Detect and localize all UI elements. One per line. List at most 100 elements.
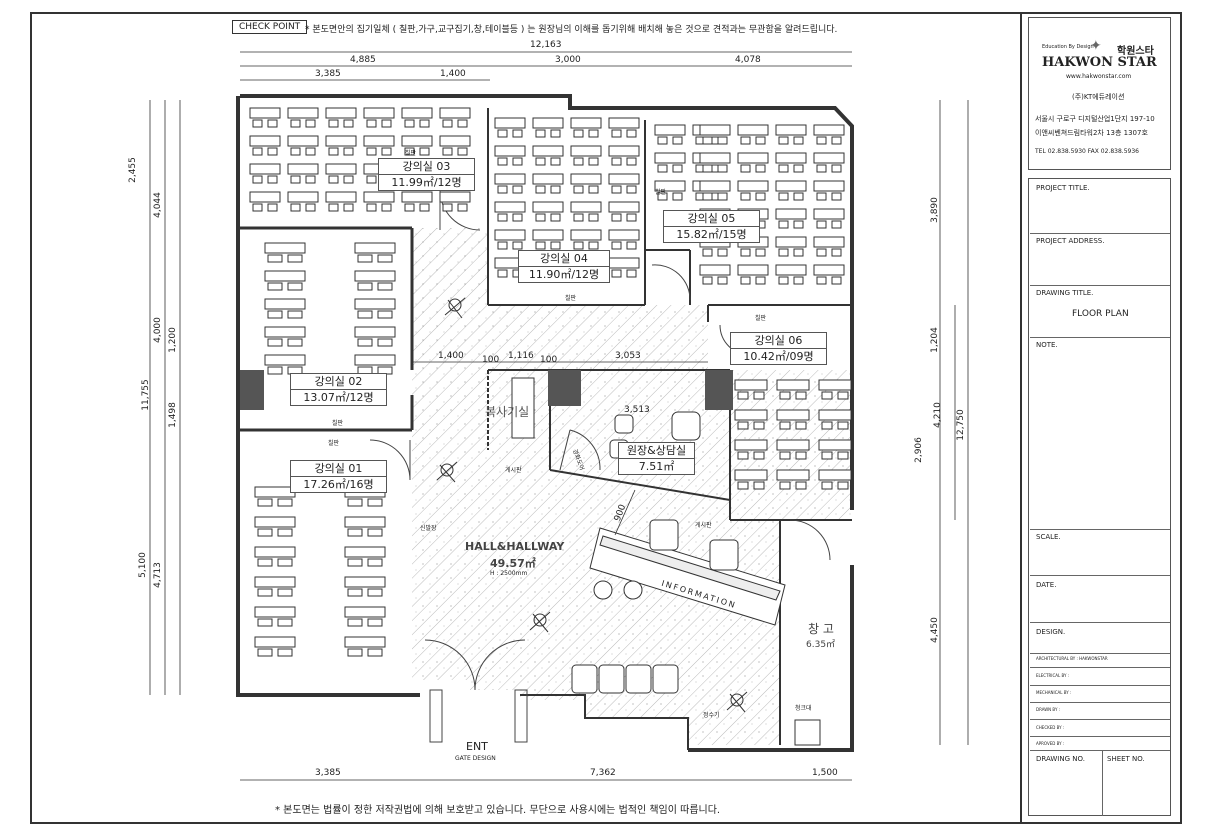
tb-project-title: PROJECT TITLE.	[1036, 184, 1090, 192]
chair	[277, 528, 293, 537]
room-info: 17.26㎡/16명	[303, 478, 374, 491]
desk	[608, 173, 640, 185]
chair	[831, 248, 842, 257]
desk	[570, 173, 602, 185]
chair	[550, 213, 561, 222]
dim-inner-4: 100	[540, 355, 558, 365]
chair	[377, 282, 393, 291]
desk	[699, 124, 731, 136]
dim-left-a-1: 4,044	[152, 192, 163, 218]
desk	[818, 469, 852, 481]
desk	[813, 264, 845, 276]
desk	[775, 264, 807, 276]
chair	[702, 192, 713, 201]
chair	[657, 136, 668, 145]
room-info: 11.90㎡/12명	[528, 268, 600, 281]
desk	[776, 469, 810, 481]
dim-top-1: 4,885	[350, 55, 376, 65]
chair	[831, 276, 842, 285]
chair	[778, 192, 789, 201]
chair	[793, 136, 804, 145]
desk	[439, 135, 471, 147]
divider	[1030, 653, 1170, 654]
dim-right-b-1: 4,210	[932, 402, 943, 428]
chair	[740, 276, 751, 285]
desk	[325, 163, 357, 175]
chair	[702, 248, 713, 257]
desk	[344, 546, 386, 558]
chair	[795, 421, 807, 430]
divider	[1030, 736, 1170, 737]
room-label-05: 강의실 05 15.82㎡/15명	[663, 210, 760, 243]
chair	[257, 558, 273, 567]
note-board-hall-1: 게시판	[505, 467, 522, 474]
hall-name: HALL&HALLWAY	[465, 540, 565, 553]
desk	[494, 229, 526, 241]
copyright-notice: * 본도면는 법률이 정한 저작권법에 의해 보호받고 있습니다. 무단으로 사…	[275, 805, 721, 816]
chair	[753, 391, 765, 400]
chair	[512, 157, 523, 166]
chair	[588, 185, 599, 194]
chair	[588, 129, 599, 138]
desk	[532, 173, 564, 185]
chair	[277, 648, 293, 657]
desk	[249, 191, 281, 203]
desk	[608, 229, 640, 241]
chair	[755, 248, 766, 257]
chair	[793, 192, 804, 201]
note-shoe-rack: 신발장	[420, 525, 437, 532]
divider	[1030, 750, 1170, 751]
chair	[779, 391, 791, 400]
chair	[442, 147, 453, 156]
chair	[573, 185, 584, 194]
dim-left-b-3: 1,498	[167, 402, 178, 428]
chair	[257, 588, 273, 597]
desk	[254, 576, 296, 588]
desk	[775, 180, 807, 192]
chair	[778, 276, 789, 285]
desk	[734, 379, 768, 391]
desk	[249, 135, 281, 147]
chair	[550, 241, 561, 250]
chair	[252, 175, 263, 184]
chair	[588, 241, 599, 250]
chair	[252, 203, 263, 212]
desk	[699, 264, 731, 276]
desk	[734, 439, 768, 451]
divider	[1030, 702, 1170, 703]
chair	[357, 254, 373, 263]
chair	[305, 203, 316, 212]
note-board-6: 칠판	[328, 440, 340, 447]
desk	[737, 264, 769, 276]
room-name: 강의실 02	[291, 374, 386, 390]
divider	[1030, 337, 1170, 338]
copy-room-label: 복사기실	[485, 405, 530, 419]
desk	[699, 152, 731, 164]
chair	[267, 175, 278, 184]
chair	[816, 192, 827, 201]
chair	[779, 421, 791, 430]
chair	[755, 192, 766, 201]
chair	[457, 203, 468, 212]
chair	[442, 203, 453, 212]
room-info: 7.51㎡	[638, 460, 675, 473]
tb-date: DATE.	[1036, 581, 1057, 589]
chair	[793, 276, 804, 285]
chair	[573, 241, 584, 250]
room-name: 강의실 01	[291, 461, 386, 477]
chair	[347, 648, 363, 657]
chair	[305, 175, 316, 184]
hall-area: 49.57㎡	[490, 557, 536, 570]
chair	[626, 185, 637, 194]
chair	[795, 391, 807, 400]
chair	[535, 157, 546, 166]
columns	[240, 370, 733, 410]
tb-design: DESIGN.	[1036, 628, 1066, 636]
chair	[535, 185, 546, 194]
chair	[343, 175, 354, 184]
chair	[626, 269, 637, 278]
note-board-1: 칠판	[405, 150, 417, 157]
chair	[257, 648, 273, 657]
note-board-5: 칠판	[332, 420, 344, 427]
chair	[512, 185, 523, 194]
